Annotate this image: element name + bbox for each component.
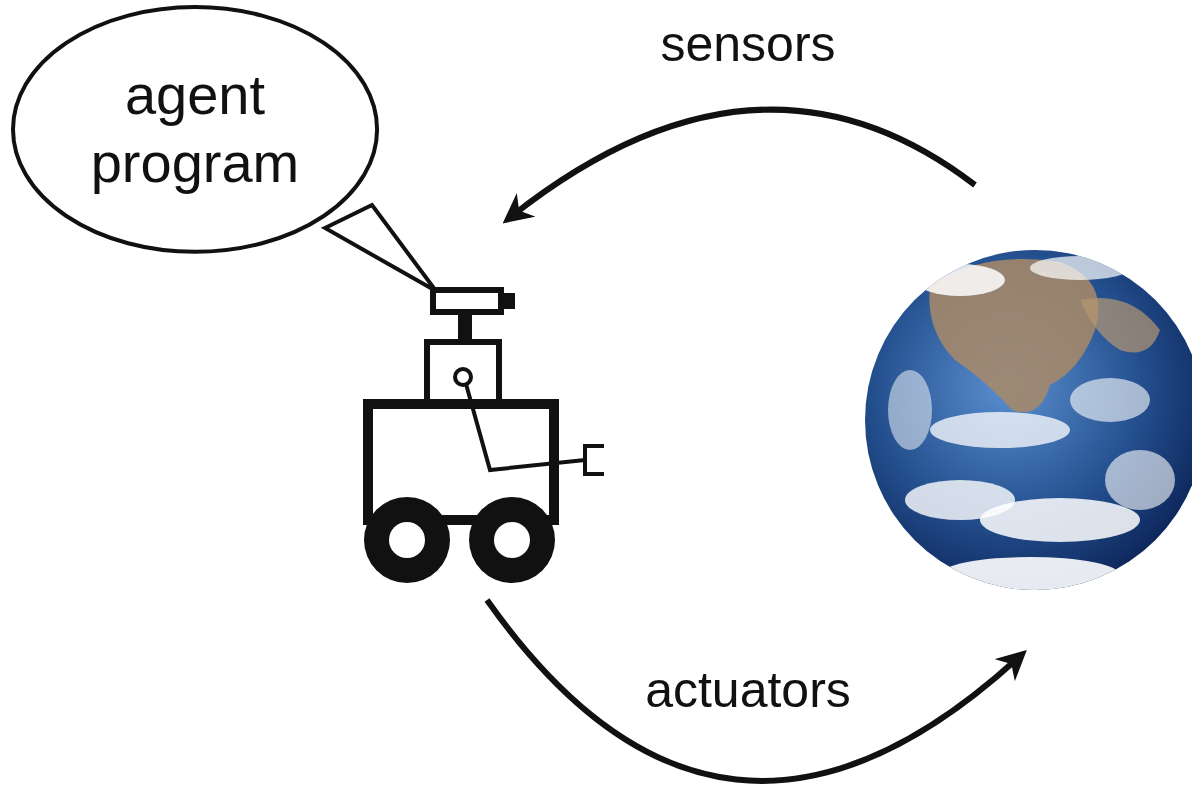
speech-bubble: agent program	[10, 4, 380, 255]
bubble-tail	[325, 205, 436, 291]
sensors-arrow	[512, 110, 975, 216]
bubble-text: agent program	[70, 61, 320, 198]
earth	[865, 250, 1192, 593]
actuators-arrow	[487, 600, 1018, 781]
bubble-outline	[10, 4, 380, 255]
arrow-label: sensors	[660, 14, 835, 74]
arrow-label: actuators	[645, 660, 851, 720]
robot	[364, 290, 604, 583]
